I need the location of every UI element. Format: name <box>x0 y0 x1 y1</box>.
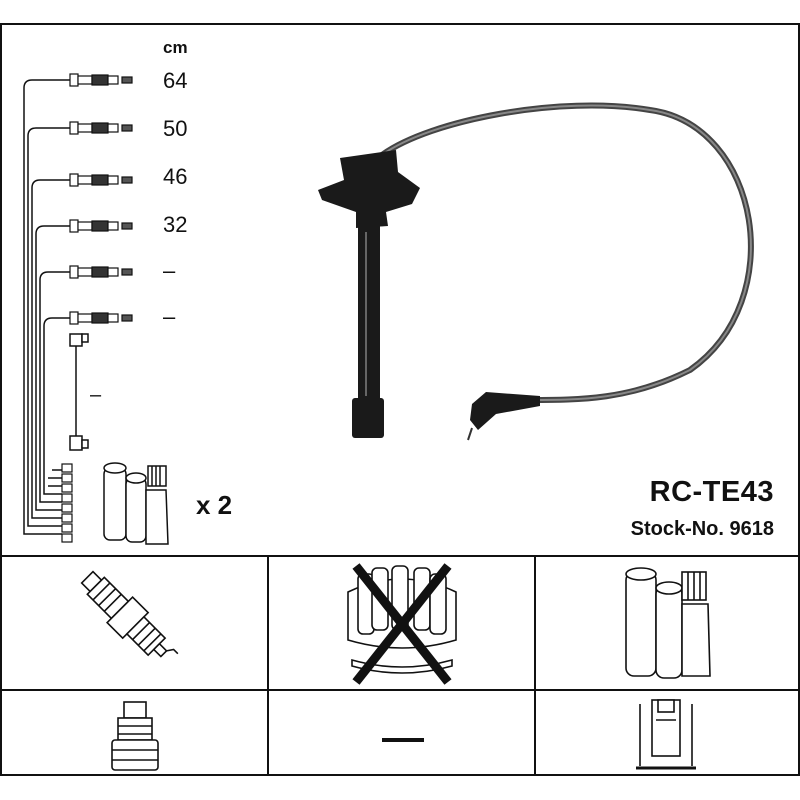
length-label: – <box>163 304 176 329</box>
coil-terminal-icon <box>636 699 696 770</box>
length-label: 32 <box>163 212 188 237</box>
boot-connector-icon <box>111 701 159 771</box>
lead-connectors <box>69 73 133 325</box>
quantity-label: x 2 <box>196 490 233 520</box>
part-number: RC-TE43 <box>649 476 774 508</box>
coil-wire-length-label: – <box>90 384 102 406</box>
outer-border <box>0 23 800 776</box>
ignition-cable-illustration <box>318 102 754 441</box>
length-label: 50 <box>163 116 188 141</box>
length-label: 46 <box>163 164 188 189</box>
lead-set-schematic <box>23 79 89 535</box>
stock-number: Stock-No. 9618 <box>630 518 774 540</box>
terminal-ends <box>61 463 73 543</box>
spark-plug-icon <box>80 570 179 658</box>
coil-pack-small-icon <box>103 462 169 545</box>
ignition-coil-icon <box>625 567 711 679</box>
length-label: – <box>163 258 176 283</box>
length-label: 64 <box>163 68 188 93</box>
unit-label: cm <box>163 38 188 57</box>
distributor-cap-crossed-icon <box>347 563 457 685</box>
